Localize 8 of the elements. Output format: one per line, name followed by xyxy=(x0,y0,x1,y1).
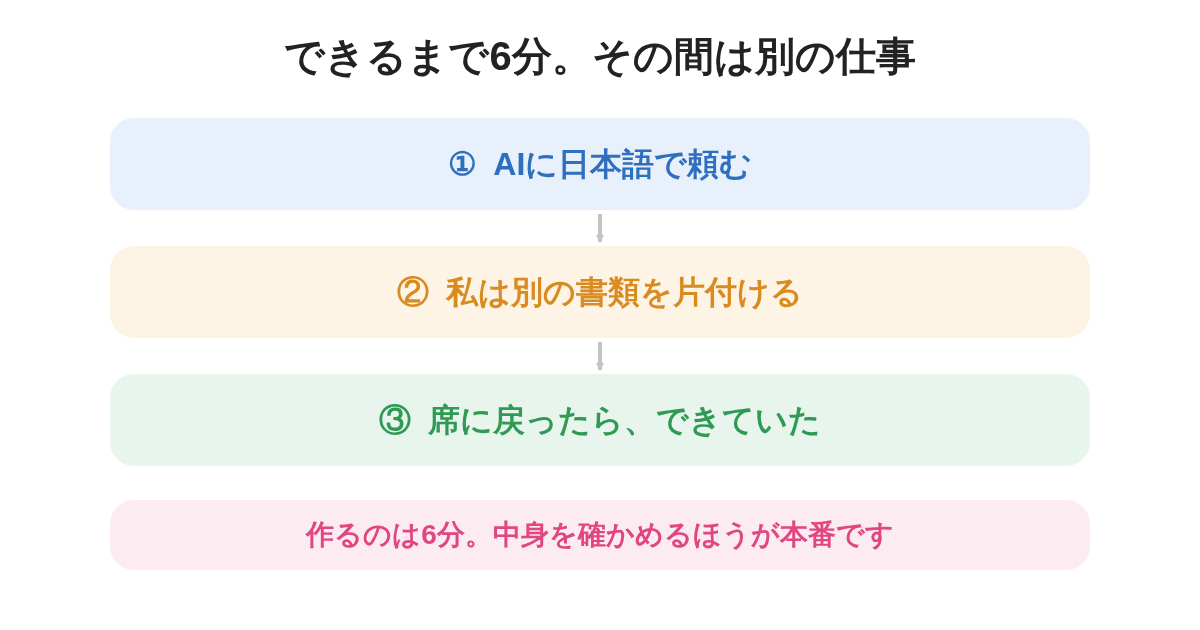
arrow xyxy=(596,342,604,371)
arrow xyxy=(596,214,604,243)
step-text: ② 私は別の書類を片付ける xyxy=(396,273,804,312)
step-text: ③ 席に戻ったら、できていた xyxy=(378,401,822,440)
title: できるまで6分。その間は別の仕事 xyxy=(283,33,917,80)
step-box xyxy=(110,246,1090,338)
step-text: 作るのは6分。中身を確かめるほうが本番です xyxy=(306,518,894,552)
step-text: ① AIに日本語で頼む xyxy=(447,145,753,184)
